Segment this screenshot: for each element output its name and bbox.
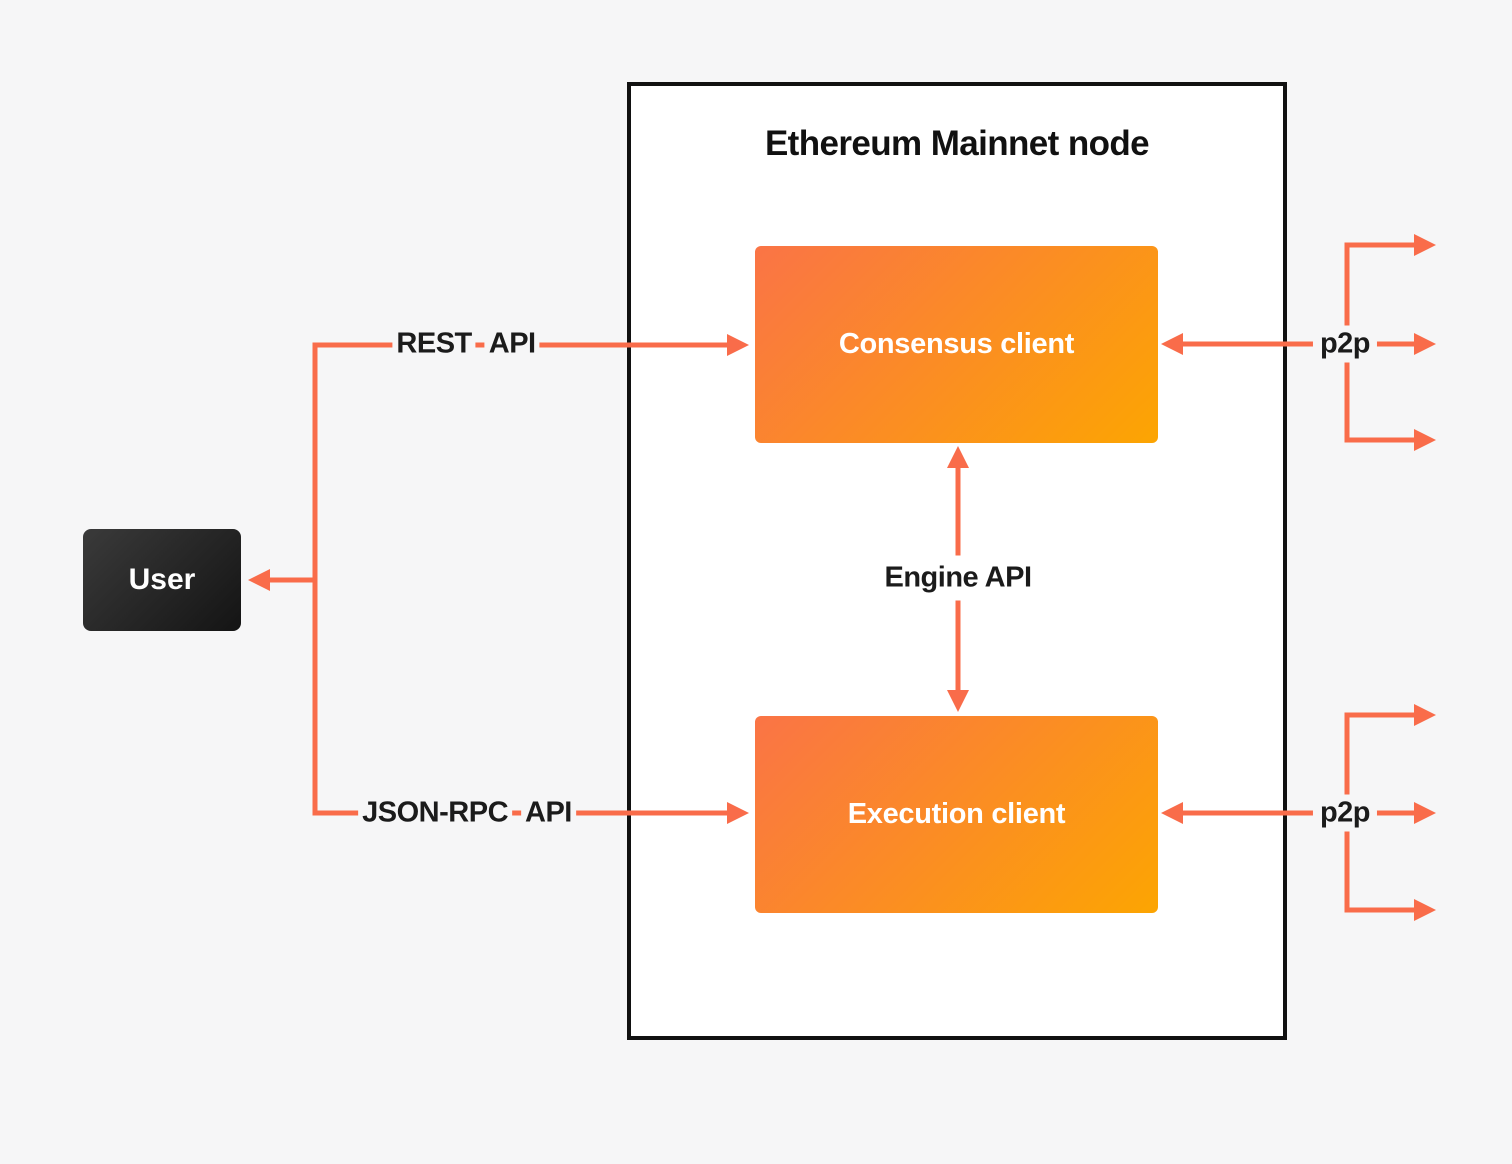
- rest-api-word-1: REST: [392, 326, 476, 362]
- engine-api-label: Engine API: [874, 555, 1042, 601]
- p2p-bottom-arrow-lower: [1414, 899, 1436, 921]
- json-rpc-api-words: JSON-RPC API: [358, 795, 576, 831]
- json-rpc-api-label: JSON-RPC API: [358, 795, 576, 831]
- user-box: User: [83, 529, 241, 631]
- user-branch-line: [312, 342, 741, 816]
- p2p-top-arrow-lower: [1414, 429, 1436, 451]
- user-arrow-head: [248, 569, 270, 591]
- json-rpc-api-word-2: API: [521, 795, 576, 831]
- p2p-top-arrow-upper: [1414, 234, 1436, 256]
- json-rpc-arrow-head: [727, 802, 749, 824]
- p2p-top-arrow-mid: [1414, 333, 1436, 355]
- execution-client-box: Execution client: [755, 716, 1158, 913]
- p2p-bottom-arrow-into-execution: [1161, 802, 1183, 824]
- rest-api-words: REST API: [392, 326, 540, 362]
- engine-api-arrow-up: [947, 446, 969, 468]
- p2p-bottom-arrow-upper: [1414, 704, 1436, 726]
- consensus-client-label: Consensus client: [838, 328, 1075, 360]
- p2p-label-top: p2p: [1312, 325, 1378, 363]
- node-title: Ethereum Mainnet node: [764, 124, 1150, 163]
- p2p-top-arrow-into-consensus: [1161, 333, 1183, 355]
- p2p-bottom-arrow-mid: [1414, 802, 1436, 824]
- json-rpc-api-word-1: JSON-RPC: [358, 795, 513, 831]
- p2p-label-bottom: p2p: [1312, 794, 1378, 832]
- rest-api-arrow-head: [727, 334, 749, 356]
- consensus-client-box: Consensus client: [755, 246, 1158, 443]
- engine-api-arrow-down: [947, 690, 969, 712]
- rest-api-word-2: API: [484, 326, 540, 362]
- user-label: User: [128, 563, 196, 596]
- rest-api-label: REST API: [392, 326, 540, 362]
- execution-client-label: Execution client: [847, 798, 1066, 830]
